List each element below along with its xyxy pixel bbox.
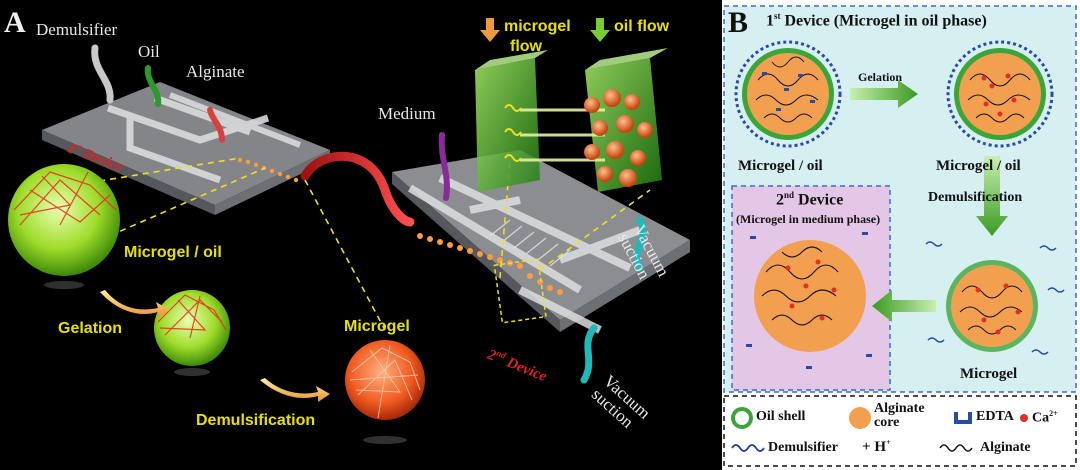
legend-demulsifier: Demulsifier xyxy=(768,440,838,455)
alginate-core-icon xyxy=(849,407,871,429)
legend-box xyxy=(723,395,1077,467)
zoom-lines xyxy=(44,157,651,331)
panel-a: A Demulsifier Oil Alginate Medium microg… xyxy=(0,0,722,470)
medium-tube xyxy=(438,132,450,201)
microgel-flow-label-line1: microgel xyxy=(504,18,571,35)
legend-alginate: Alginate xyxy=(980,440,1031,455)
microgel-flow-label-line2: flow xyxy=(510,38,542,55)
oil-shell-icon xyxy=(731,407,753,429)
vacuum-tube-top xyxy=(633,216,647,272)
legend-h: + H+ xyxy=(862,438,891,455)
second-device-title: 2nd Device xyxy=(776,190,844,209)
demulsification-label: Demulsification xyxy=(928,190,1023,205)
demulsification-arrow-icon xyxy=(976,156,1008,236)
alginate-chain-icon xyxy=(939,444,973,452)
second-device-subtitle: (Microgel in medium phase) xyxy=(736,212,881,226)
microgel-oil-left-diagram xyxy=(734,40,842,148)
gelation-label: Gelation xyxy=(858,70,902,84)
panel-b: B 1st Device (Microgel in oil phase) Gel… xyxy=(722,0,1080,470)
microgel-diagram xyxy=(925,241,1065,355)
legend-alginate-core: Alginate core xyxy=(874,401,925,430)
panel-a-illustration xyxy=(8,18,690,444)
microgel-sphere xyxy=(345,340,425,420)
microgel-oil-right-diagram xyxy=(946,40,1054,148)
microgel-oil-right-label: Microgel / oil xyxy=(936,158,1021,174)
alginate-label: Alginate xyxy=(186,62,245,81)
legend-ca: Ca2+ xyxy=(1032,409,1058,426)
microgel-label: Microgel xyxy=(344,318,410,335)
oil-tube xyxy=(144,65,162,107)
medium-arrow-icon xyxy=(872,290,936,322)
microgel-oil-sphere xyxy=(8,164,120,276)
panel-a-letter: A xyxy=(4,6,26,39)
edta-icon xyxy=(954,412,972,424)
demulsification-arrow-icon xyxy=(260,378,330,402)
ca-icon xyxy=(1020,414,1028,422)
panel-b-illustration xyxy=(723,5,1077,467)
alginate-tube xyxy=(207,107,225,143)
demulsification-label: Demulsification xyxy=(196,412,316,429)
demulsifier-tube xyxy=(91,44,114,104)
microgel-label: Microgel xyxy=(960,366,1018,382)
microgel-flow-arrow-icon xyxy=(480,18,500,42)
oil-label: Oil xyxy=(138,42,160,61)
microgel-medium-diagram xyxy=(746,232,872,369)
oil-flow-label: oil flow xyxy=(614,18,670,35)
medium-label: Medium xyxy=(378,104,436,123)
first-device-chip xyxy=(42,82,330,215)
demulsifier-icon xyxy=(731,444,765,452)
microgel-oil-left-label: Microgel / oil xyxy=(738,158,823,174)
gelation-arrow-icon xyxy=(100,290,170,318)
legend-edta: EDTA xyxy=(976,409,1014,424)
microgel-oil-label: Microgel / oil xyxy=(124,244,222,261)
connecting-tube xyxy=(300,151,415,227)
first-device-title: 1st Device (Microgel in oil phase) xyxy=(766,11,987,30)
vacuum-tube-bottom xyxy=(580,324,598,384)
demulsifier-label: Demulsifier xyxy=(36,20,118,39)
gelation-label: Gelation xyxy=(58,320,123,337)
second-device-chip xyxy=(392,150,690,334)
gelation-arrow-icon xyxy=(850,80,918,108)
panel-b-letter: B xyxy=(728,6,749,39)
flow-zoom-box xyxy=(475,48,668,192)
legend-oil-shell: Oil shell xyxy=(756,409,806,424)
oil-flow-arrow-icon xyxy=(590,18,610,42)
